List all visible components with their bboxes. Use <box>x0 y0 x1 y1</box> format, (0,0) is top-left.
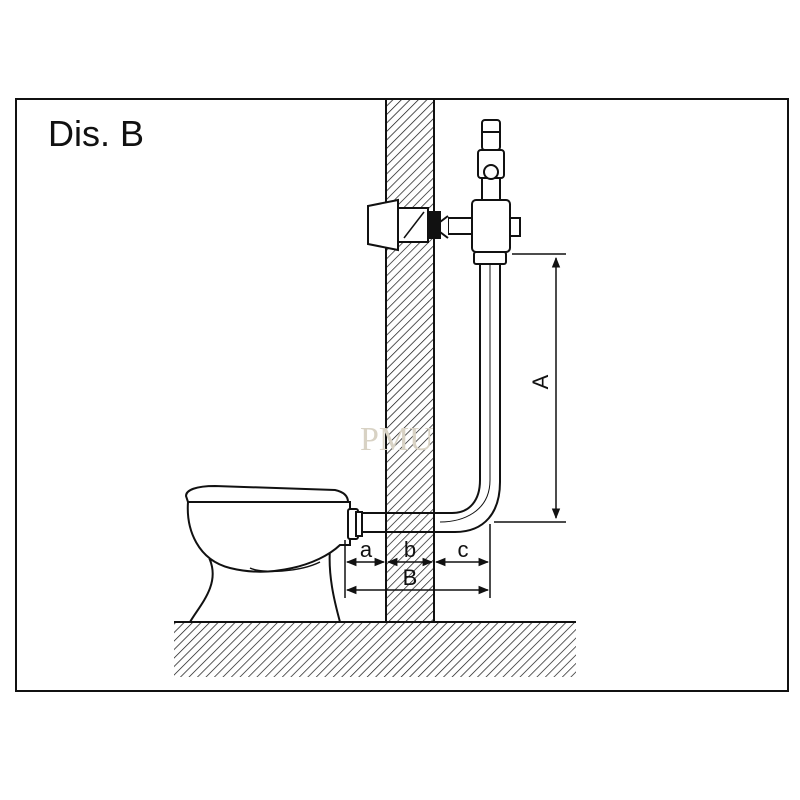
dimension-label-c: c <box>458 537 469 562</box>
wall <box>385 99 435 622</box>
dimension-label-b: b <box>404 537 416 562</box>
dimension-lines-bottom <box>344 524 491 598</box>
flush-pipe <box>362 262 501 533</box>
figure-title: Dis. B <box>48 113 144 154</box>
watermark: PMU <box>360 421 434 458</box>
dimension-A <box>494 253 566 523</box>
toilet <box>184 484 363 623</box>
floor <box>174 621 576 677</box>
dimension-label-a: a <box>360 537 373 562</box>
dimension-label-A: A <box>528 374 553 389</box>
flush-button <box>367 198 441 252</box>
dimension-label-B: B <box>403 565 418 590</box>
flush-valve <box>439 119 521 265</box>
